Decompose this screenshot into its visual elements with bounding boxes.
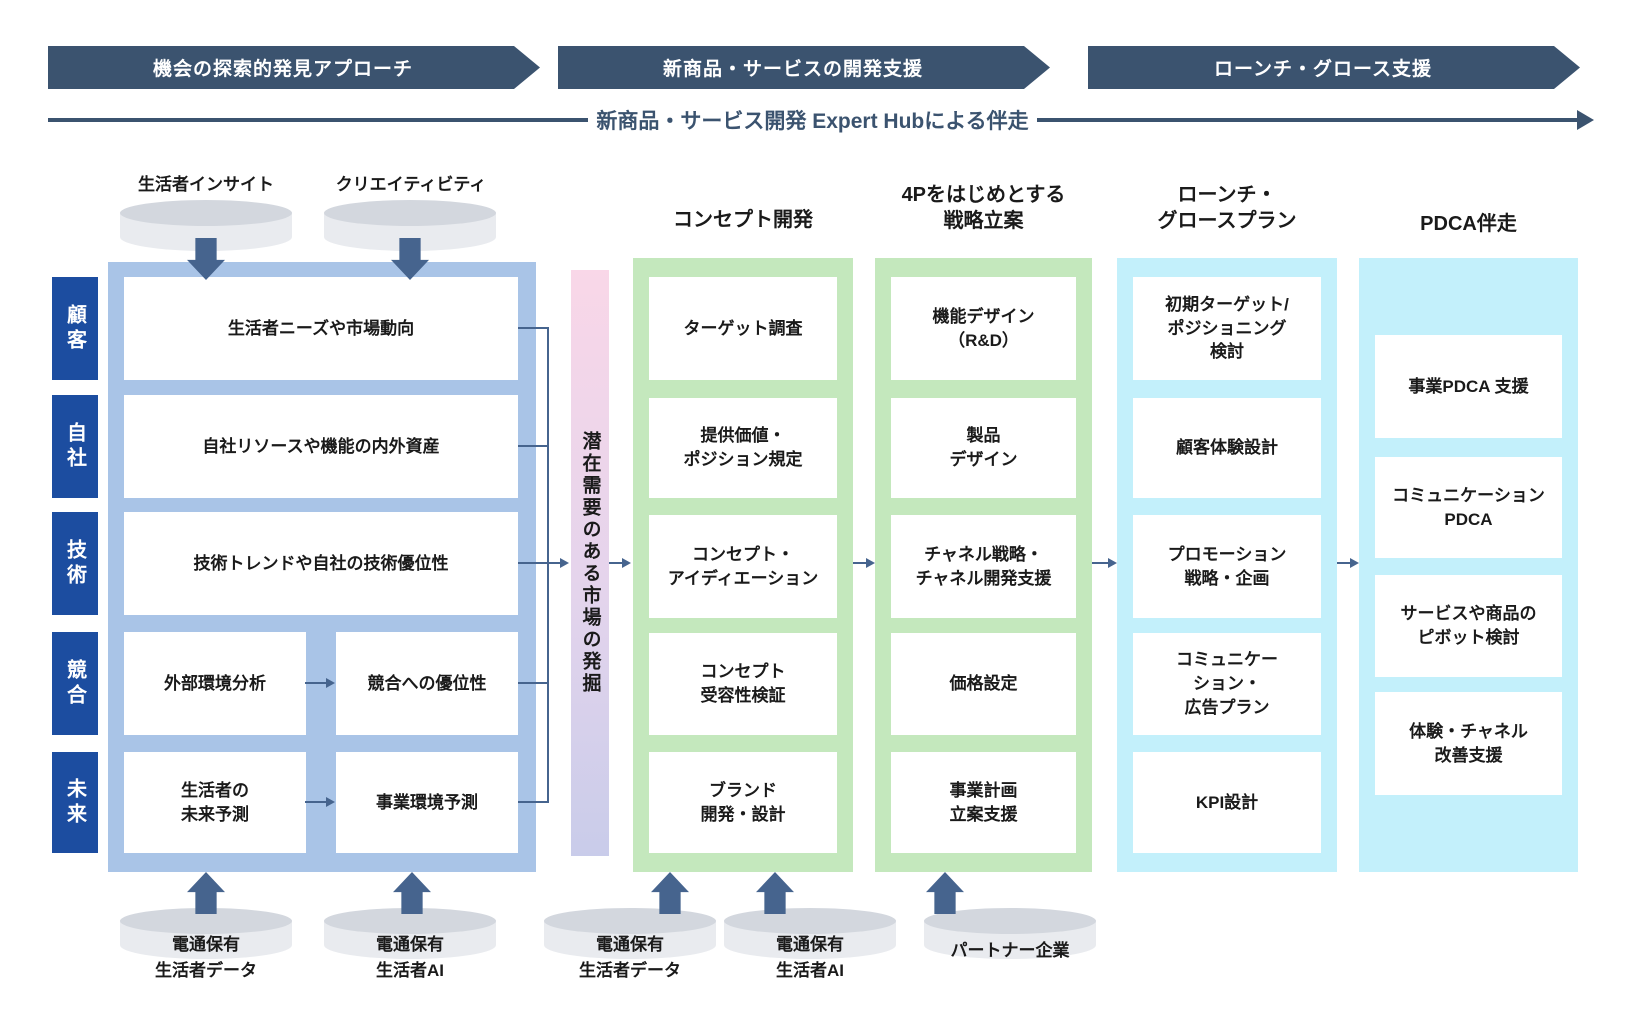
cylinder-dentsu-ai-icon [324, 908, 496, 959]
arrow-4p-to-launch-icon [1092, 558, 1117, 568]
timeline-line-right [1036, 118, 1577, 122]
launch-box-communication-ad: コミュニケー ション・ 広告プラン [1133, 633, 1321, 735]
arrow-launch-to-pdca-icon [1337, 558, 1359, 568]
arrow-concept-to-4p-icon [853, 558, 875, 568]
latent-demand-funnel: 潜在需要のある市場の発掘 [571, 270, 609, 856]
launch-box-kpi-design: KPI設計 [1133, 752, 1321, 853]
cylinder-label-creativity: クリエイティビティ [335, 175, 487, 194]
arrow-future-to-forecast-icon [305, 797, 335, 807]
concept-box-brand-design: ブランド 開発・設計 [649, 752, 837, 853]
analysis-box-competitive-advantage: 競合への優位性 [336, 632, 518, 735]
analysis-box-external-env: 外部環境分析 [124, 632, 306, 735]
cylinder-label-dentsu-data: 電通保有 生活者データ [155, 935, 257, 981]
cylinder-creativity-icon [324, 200, 496, 251]
analysis-box-future-forecast: 生活者の 未来予測 [124, 752, 306, 853]
pdca-box-business-pdca: 事業PDCA 支援 [1375, 335, 1562, 438]
launch-box-cx-design: 顧客体験設計 [1133, 398, 1321, 498]
column-title-pdca: PDCA伴走 [1420, 213, 1517, 235]
cylinder-label-insight: 生活者インサイト [138, 175, 274, 194]
connector-line [518, 327, 549, 329]
concept-box-acceptance-test: コンセプト 受容性検証 [649, 633, 837, 735]
arrow-panel-to-funnel-icon [518, 558, 569, 568]
connector-bracket-line [547, 327, 549, 803]
column-title-4p-strategy: 4Pをはじめとする 戦略立案 [901, 184, 1066, 232]
timeline-arrowhead-icon [1577, 110, 1594, 130]
category-label-technology: 技術 [52, 512, 98, 615]
strategy-box-product-design: 製品 デザイン [891, 398, 1076, 498]
cylinder-dentsu-data2-icon [544, 908, 716, 959]
concept-box-target-research: ターゲット調査 [649, 277, 837, 380]
cylinder-label-dentsu-data2: 電通保有 生活者データ [579, 935, 681, 981]
cylinder-partner-icon [924, 908, 1096, 959]
banner-launch-growth-support: ローンチ・グロース支援 [1088, 46, 1580, 89]
connector-line [518, 801, 549, 803]
cylinder-label-dentsu-ai2: 電通保有 生活者AI [776, 935, 844, 981]
pdca-box-communication-pdca: コミュニケーション PDCA [1375, 457, 1562, 558]
connector-line [518, 445, 549, 447]
analysis-box-consumer-needs: 生活者ニーズや市場動向 [124, 277, 518, 380]
column-title-concept: コンセプト開発 [673, 209, 813, 231]
strategy-box-pricing: 価格設定 [891, 633, 1076, 735]
connector-line [518, 682, 549, 684]
category-label-company: 自社 [52, 395, 98, 498]
arrow-external-to-advantage-icon [305, 678, 335, 688]
category-label-competition: 競合 [52, 632, 98, 735]
strategy-box-business-plan: 事業計画 立案支援 [891, 752, 1076, 853]
analysis-box-tech-trend: 技術トレンドや自社の技術優位性 [124, 512, 518, 615]
cylinder-insight-icon [120, 200, 292, 251]
timeline-label: 新商品・サービス開発 Expert Hubによる伴走 [596, 110, 1029, 133]
strategy-box-channel: チャネル戦略・ チャネル開発支援 [891, 515, 1076, 618]
launch-box-initial-target: 初期ターゲット/ ポジショニング 検討 [1133, 277, 1321, 380]
category-label-customer: 顧客 [52, 277, 98, 380]
funnel-label: 潜在需要のある市場の発掘 [579, 431, 601, 695]
analysis-box-company-resources: 自社リソースや機能の内外資産 [124, 395, 518, 498]
category-label-future: 未来 [52, 752, 98, 853]
cylinder-label-dentsu-ai: 電通保有 生活者AI [376, 935, 444, 981]
expert-hub-timeline: 新商品・サービス開発 Expert Hubによる伴走 [48, 105, 1594, 135]
arrow-funnel-to-concept-icon [609, 558, 631, 568]
concept-box-value-position: 提供価値・ ポジション規定 [649, 398, 837, 498]
cylinder-dentsu-ai2-icon [724, 908, 896, 959]
pdca-box-pivot-review: サービスや商品の ピボット検討 [1375, 575, 1562, 677]
concept-box-ideation: コンセプト・ アイディエーション [649, 515, 837, 618]
pdca-box-channel-improvement: 体験・チャネル 改善支援 [1375, 692, 1562, 795]
cylinder-label-partner: パートナー企業 [950, 941, 1070, 960]
launch-box-promotion: プロモーション 戦略・企画 [1133, 515, 1321, 618]
banner-discovery-approach: 機会の探索的発見アプローチ [48, 46, 540, 89]
strategy-box-function-design: 機能デザイン （R&D） [891, 277, 1076, 380]
analysis-box-business-env-forecast: 事業環境予測 [336, 752, 518, 853]
timeline-line-left [48, 118, 589, 122]
column-title-launch-plan: ローンチ・ グロースプラン [1157, 184, 1297, 232]
banner-development-support: 新商品・サービスの開発支援 [558, 46, 1050, 89]
